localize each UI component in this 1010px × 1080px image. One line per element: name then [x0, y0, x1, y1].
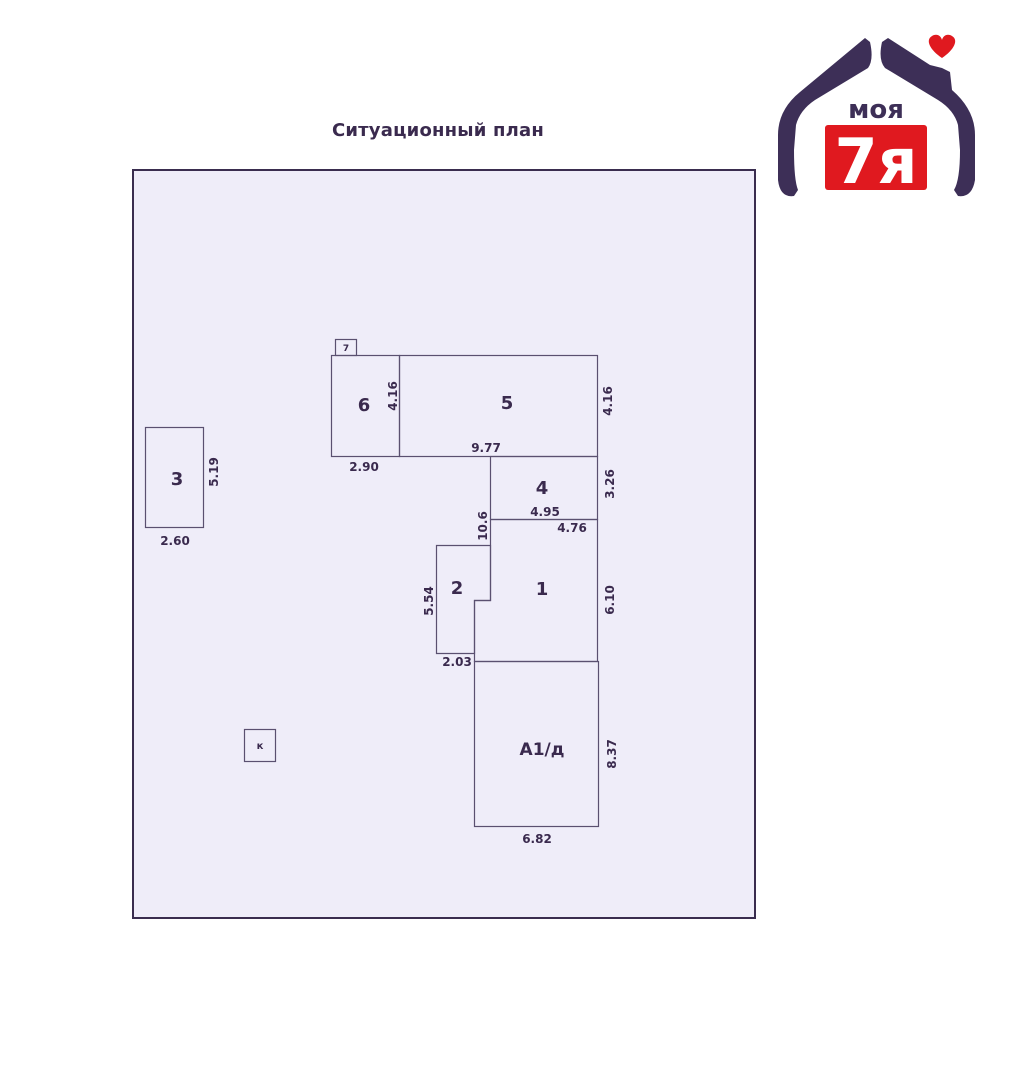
dim-b4-width: 4.95	[530, 505, 560, 519]
building-a1d-outline	[473, 660, 600, 828]
moya-7ya-logo: моя 7я	[770, 30, 990, 210]
building-a1d-label: А1/д	[520, 740, 565, 760]
svg-text:7я: 7я	[835, 125, 918, 198]
page-title: Ситуационный план	[331, 120, 545, 141]
dim-b5-height: 4.16	[601, 386, 615, 416]
dim-b3-height: 5.19	[207, 457, 221, 487]
well-k-outline	[243, 728, 277, 763]
building-3-label: 3	[171, 469, 184, 490]
building-2-outline	[435, 544, 492, 655]
dim-b3-width: 2.60	[160, 534, 190, 548]
dim-b1-left-height: 10.6	[476, 511, 490, 541]
building-7-label: 7	[343, 344, 349, 354]
building-1-label: 1	[536, 579, 549, 600]
situation-plan-area	[132, 169, 756, 919]
building-4-label: 4	[536, 478, 549, 499]
dim-a1d-height: 8.37	[605, 739, 619, 769]
well-k-label: к	[257, 741, 264, 752]
dim-b2-height: 5.54	[422, 586, 436, 616]
dim-b1-height: 6.10	[603, 585, 617, 615]
dim-b4-height: 3.26	[603, 469, 617, 499]
dim-b2-width: 2.03	[442, 655, 472, 669]
house-hands-heart-logo-icon: моя 7я	[778, 34, 975, 198]
dim-b1-top-width: 4.76	[557, 521, 587, 535]
building-5-label: 5	[501, 393, 514, 414]
dim-b6-height: 4.16	[386, 381, 400, 411]
svg-text:моя: моя	[848, 95, 904, 125]
building-6-label: 6	[358, 395, 371, 416]
dim-a1d-width: 6.82	[522, 832, 552, 846]
dim-b6-width: 2.90	[349, 460, 379, 474]
building-3-outline	[144, 426, 205, 529]
building-2-label: 2	[451, 578, 464, 599]
dim-b5-width: 9.77	[471, 441, 501, 455]
